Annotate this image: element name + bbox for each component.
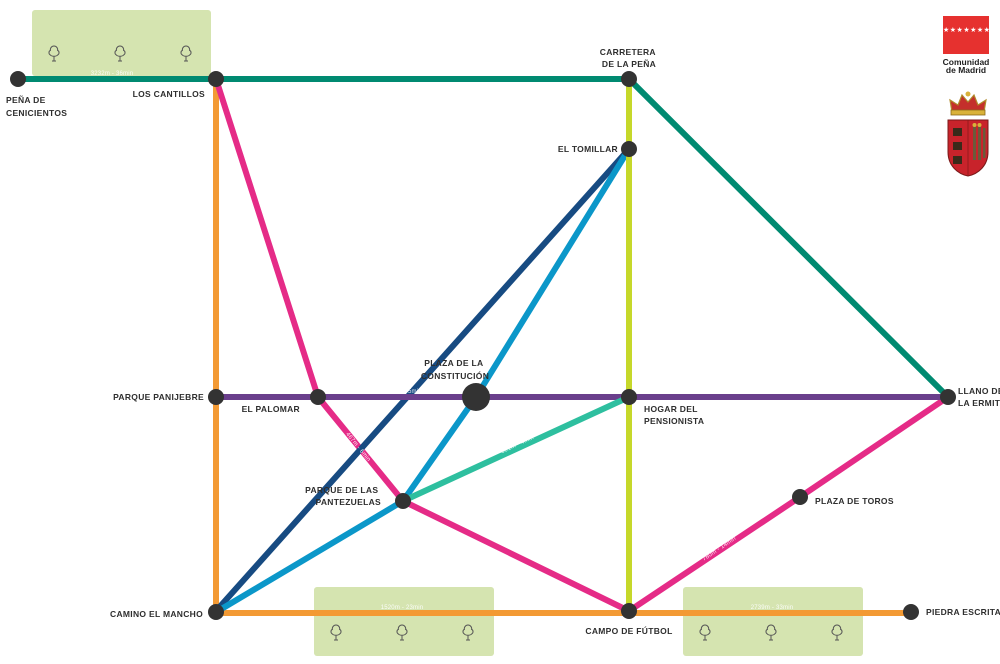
station-pena-cenicientos[interactable] <box>10 71 26 87</box>
distance-label: 780m - 14min <box>702 536 738 563</box>
logo-name: Comunidad de Madrid <box>938 57 994 75</box>
station-label-plaza-toros: PLAZA DE TOROS <box>815 496 894 506</box>
distance-label: 467m - 6min <box>344 432 371 463</box>
route-orange <box>213 76 914 616</box>
station-label-parque-panijebre: PARQUE PANIJEBRE <box>113 392 204 402</box>
station-label-plaza-constitucion: PLAZA DE LA CONSTITUCIÓN <box>421 358 489 381</box>
madrid-flag-icon: ★★★★★★★ <box>943 16 991 54</box>
distance-label: 1109m - 20min <box>249 478 282 513</box>
station-label-el-tomillar: EL TOMILLAR <box>558 144 618 154</box>
route-teal <box>400 394 632 504</box>
distance-label: 1520m - 23min <box>381 605 424 611</box>
distance-label: 517m - 7min <box>247 389 283 395</box>
station-campo-futbol[interactable] <box>621 603 637 619</box>
station-llano-ermita[interactable] <box>940 389 956 405</box>
flag-stars: ★★★★★★★ <box>943 27 991 34</box>
route-pink-lower <box>626 394 951 614</box>
park-area-bottom-left <box>314 587 494 656</box>
station-camino-mancho[interactable] <box>208 604 224 620</box>
distance-label: 462m - 7min <box>618 267 624 303</box>
station-parque-panijebre[interactable] <box>208 389 224 405</box>
station-el-tomillar[interactable] <box>621 141 637 157</box>
route-navy <box>213 146 632 614</box>
distance-label: 405m - 6min <box>752 389 788 395</box>
station-label-piedra-escrita: PIEDRA ESCRITA <box>926 607 1000 617</box>
stations <box>10 71 956 620</box>
logo-name-line1: Comunidad <box>942 57 990 67</box>
distance-label: 698m - 10min <box>203 480 209 519</box>
route-green-diagonal <box>626 76 951 400</box>
station-hogar-pensionista[interactable] <box>621 389 637 405</box>
station-piedra-escrita[interactable] <box>903 604 919 620</box>
station-label-el-palomar: EL PALOMAR <box>242 404 300 414</box>
station-label-los-cantillos: LOS CANTILLOS <box>133 89 205 99</box>
distance-label: 3232m - 36min <box>91 71 134 77</box>
distance-label: 298m - 4min <box>538 389 574 395</box>
distance-label: 558m - 8min <box>453 253 483 281</box>
station-label-camino-mancho: CAMINO EL MANCHO <box>110 609 203 619</box>
station-label-parque-pantezuelas: PARQUE DE LAS PANTEZUELAS <box>305 485 381 507</box>
madrid-logo: ★★★★★★★ Comunidad de Madrid <box>940 16 996 185</box>
route-lines <box>15 76 951 616</box>
station-label-pena-cenicientos: PEÑA DE CENICIENTOS <box>6 95 67 118</box>
distance-label: 1613m - 25min <box>409 71 452 77</box>
logo-name-line2: de Madrid <box>945 65 987 75</box>
route-blue-upper <box>473 146 632 400</box>
station-carretera-pena[interactable] <box>621 71 637 87</box>
coat-of-arms-icon <box>944 90 996 185</box>
station-plaza-toros[interactable] <box>792 489 808 505</box>
station-label-campo-futbol: CAMPO DE FÚTBOL <box>585 625 672 636</box>
route-pink-upper <box>213 76 632 614</box>
station-label-carretera-pena: CARRETERA DE LA PEÑA <box>600 47 658 69</box>
station-plaza-constitucion[interactable] <box>462 383 490 411</box>
distance-labels: 3232m - 36min 1613m - 25min 594m - 9min … <box>91 71 886 611</box>
station-el-palomar[interactable] <box>310 389 326 405</box>
station-label-hogar-pensionista: HOGAR DEL PENSIONISTA <box>644 404 704 426</box>
park-area-top <box>32 10 211 76</box>
distance-label: 548m - 14min <box>618 100 624 139</box>
distance-label: 2739m - 33min <box>751 605 794 611</box>
distance-label: 688m - 11min <box>618 486 624 525</box>
distance-label: 1696m - 24min <box>810 252 844 286</box>
station-los-cantillos[interactable] <box>208 71 224 87</box>
station-parque-pantezuelas[interactable] <box>395 493 411 509</box>
distance-label: 358m - 5min <box>386 389 422 395</box>
station-label-llano-ermita: LLANO DE LA ERMITA <box>958 386 1000 408</box>
station-labels: PEÑA DE CENICIENTOS LOS CANTILLOS CARRET… <box>6 47 1000 636</box>
park-area-bottom-right <box>683 587 863 656</box>
distance-label: 594m - 9min <box>203 240 209 276</box>
